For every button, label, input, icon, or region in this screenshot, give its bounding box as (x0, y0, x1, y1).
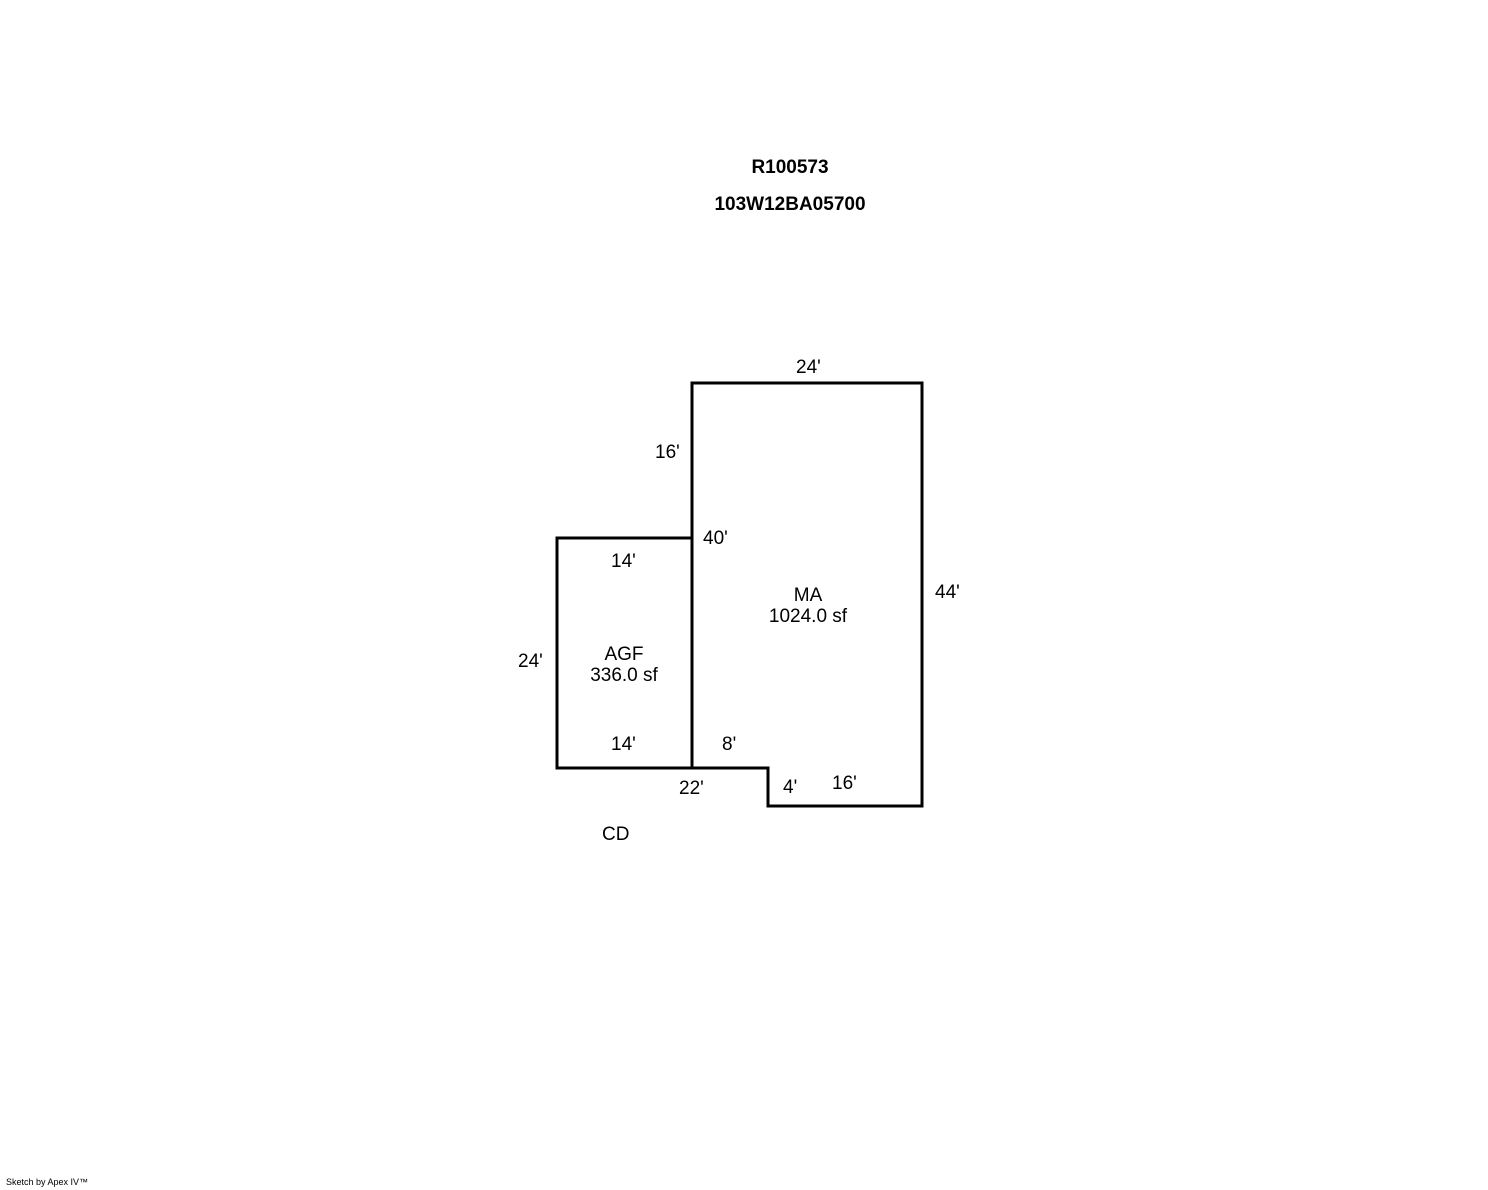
sketch-credit: Sketch by Apex IV™ (6, 1177, 89, 1187)
dim-shared-bottom: 22' (679, 778, 704, 799)
dim-ma-top: 24' (796, 357, 821, 378)
dim-ma-bottom: 16' (832, 773, 857, 794)
ma-code: MA (793, 585, 823, 606)
account-number: R100573 (751, 157, 829, 178)
ma-area: 1024.0 sf (768, 606, 848, 627)
cd-label: CD (602, 824, 630, 845)
dim-ma-bottom-step: 8' (722, 734, 737, 755)
dim-agf-left: 24' (518, 651, 543, 672)
dim-ma-left-upper: 16' (655, 442, 680, 463)
dim-ma-step-down: 4' (783, 777, 798, 798)
dim-agf-top: 14' (611, 551, 636, 572)
agf-area: 336.0 sf (590, 665, 658, 686)
agf-outline (555, 536, 692, 770)
dim-agf-bottom: 14' (611, 734, 636, 755)
ma-area-label: MA 1024.0 sf (708, 585, 908, 627)
dim-ma-interior-left: 40' (703, 528, 728, 549)
dim-ma-right: 44' (935, 582, 960, 603)
map-tax-lot: 103W12BA05700 (714, 194, 866, 215)
agf-area-label: AGF 336.0 sf (524, 644, 724, 686)
agf-code: AGF (604, 644, 644, 665)
